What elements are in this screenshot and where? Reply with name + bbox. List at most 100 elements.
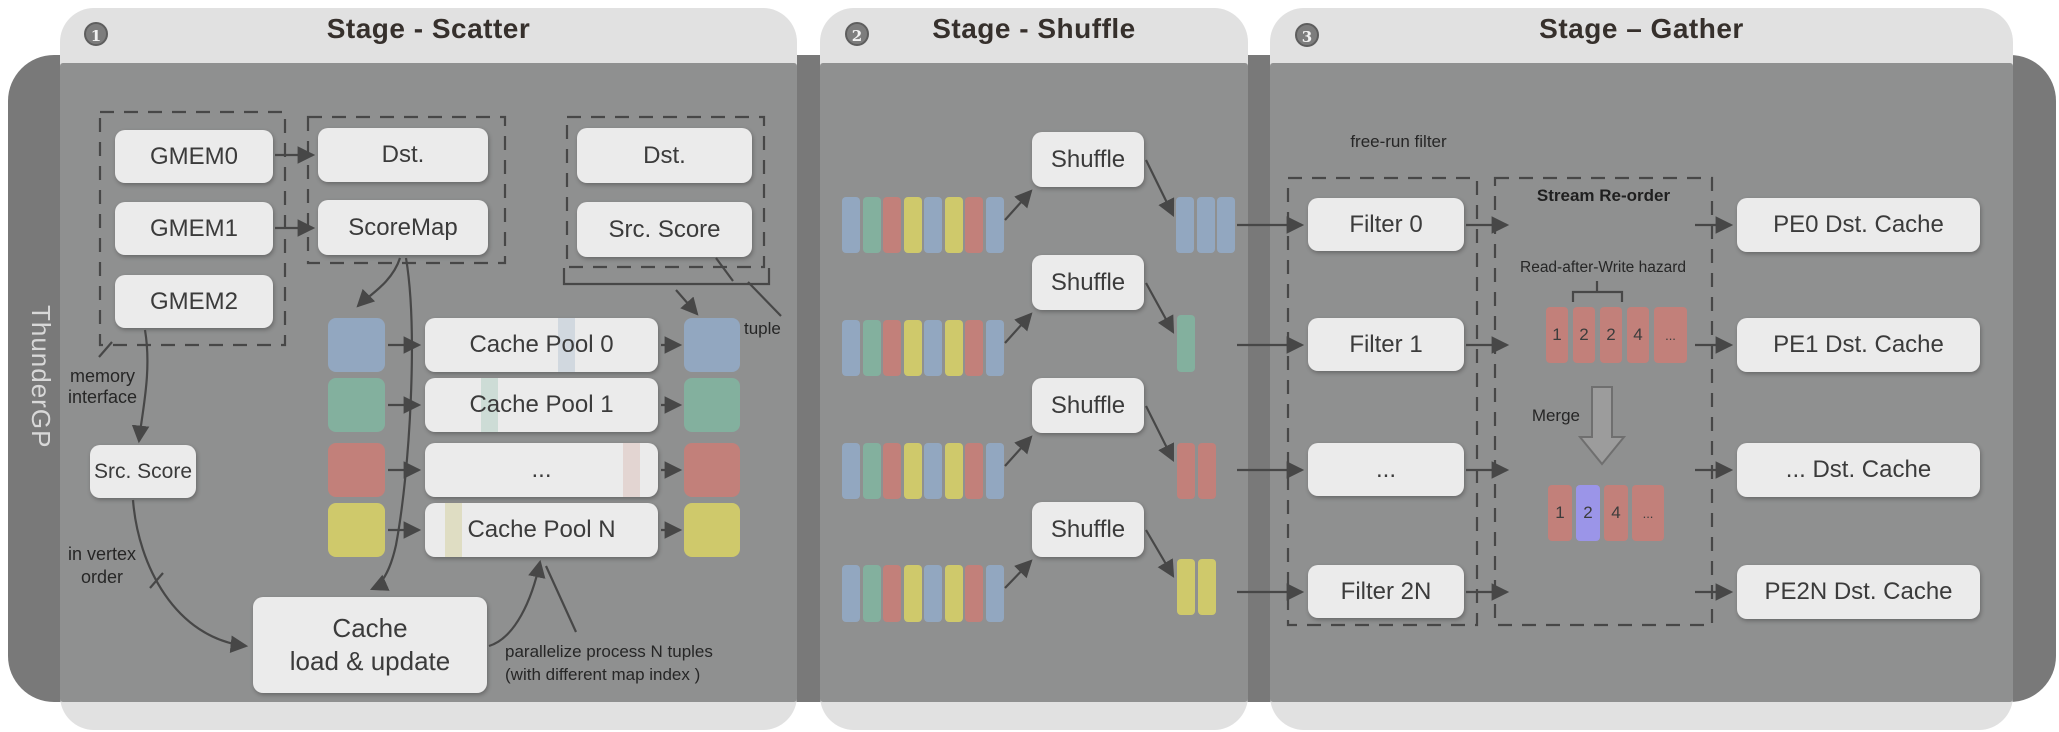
shuffle-input-bars-2-bar-2: [883, 320, 901, 376]
pe0-dst-cache-box: PE0 Dst. Cache: [1737, 198, 1980, 252]
hazard-bar-sequence-bar-3: 4: [1627, 307, 1649, 363]
tuple-dst-box: Dst.: [577, 128, 752, 183]
shuffle-input-bars-4-bar-4: [924, 565, 942, 622]
scatter-left-square-column-square-0: [328, 318, 385, 372]
merged-bar-sequence-bar-1: 2: [1576, 485, 1600, 541]
shuffle-output-bars-1-bar-2: [1217, 197, 1235, 253]
memory-interface-line2: interface: [67, 387, 138, 407]
in-vertex-line1: in vertex: [67, 544, 137, 564]
shuffle-input-bars-4-bar-7: [985, 565, 1004, 622]
free-run-filter-label: free-run filter: [1350, 132, 1447, 151]
in-vertex-line2: order: [80, 567, 124, 587]
shuffle-box-2: Shuffle: [1032, 255, 1144, 310]
merged-bar-sequence-bar-0: 1: [1548, 485, 1572, 541]
scatter-left-square-column-square-2: [328, 443, 385, 497]
shuffle-input-bars-1-bar-3: [903, 197, 922, 253]
stage-2-number-badge: 2: [845, 22, 869, 46]
shuffle-input-bars-3-bar-7: [985, 443, 1004, 499]
shuffle-input-bars-1-bar-4: [924, 197, 942, 253]
cache-pool-1-stripe: [481, 378, 498, 432]
hazard-bar-sequence-bar-2: 2: [1600, 307, 1622, 363]
shuffle-input-bars-1-bar-2: [883, 197, 901, 253]
cache-pool-ellipsis-stripe: [623, 443, 640, 497]
shuffle-output-bars-1-bar-1: [1196, 197, 1215, 253]
shuffle-input-bars-4-bar-6: [965, 565, 983, 622]
memory-interface-line1: memory: [69, 366, 135, 386]
in-vertex-order-label: in vertex order: [52, 543, 152, 589]
tuple-label: tuple: [744, 319, 781, 338]
cache-pool-0-label: Cache Pool 0: [469, 331, 614, 358]
shuffle-input-bars-2-bar-6: [965, 320, 983, 376]
gmem2-box: GMEM2: [115, 275, 273, 328]
shuffle-input-bars-1-bar-7: [985, 197, 1004, 253]
shuffle-output-bars-4-bar-0: [1177, 559, 1195, 615]
gmem1-box: GMEM1: [115, 202, 273, 255]
shuffle-output-bars-4-bar-1: [1197, 559, 1216, 615]
parallelize-line2: (with different map index ): [505, 665, 701, 684]
scatter-right-square-column-square-1: [684, 378, 740, 432]
cache-pool-ellipsis-label: ...: [531, 456, 552, 483]
shuffle-input-bars-1-bar-1: [862, 197, 881, 253]
cache-pool-1-box: Cache Pool 1: [425, 378, 658, 432]
pe1-dst-cache-box: PE1 Dst. Cache: [1737, 318, 1980, 372]
shuffle-input-bars-4-bar-0: [842, 565, 860, 622]
shuffle-input-bars-3-bar-0: [842, 443, 860, 499]
merged-bar-sequence-bar-3: ...: [1632, 485, 1664, 541]
stage-1-number-badge: 1: [84, 22, 108, 46]
hazard-bar-sequence-bar-1: 2: [1573, 307, 1595, 363]
cache-pool-0-stripe: [558, 318, 575, 372]
shuffle-input-bars-2-bar-0: [842, 320, 860, 376]
shuffle-input-bars-2-bar-4: [924, 320, 942, 376]
scatter-right-square-column-square-0: [684, 318, 740, 372]
filter-0-box: Filter 0: [1308, 198, 1464, 251]
scatter-left-square-column-square-1: [328, 378, 385, 432]
filter-2n-box: Filter 2N: [1308, 565, 1464, 618]
stage-3-number-badge: 3: [1295, 23, 1319, 47]
pe-ellipsis-dst-cache-box: ... Dst. Cache: [1737, 443, 1980, 497]
shuffle-input-bars-4-bar-2: [883, 565, 901, 622]
parallelize-line1: parallelize process N tuples: [505, 642, 713, 661]
shuffle-input-bars-2-bar-3: [903, 320, 922, 376]
shuffle-output-bars-3-bar-0: [1177, 443, 1195, 499]
cache-pool-n-stripe: [445, 503, 462, 557]
cache-pool-n-label: Cache Pool N: [467, 516, 616, 543]
filter-1-box: Filter 1: [1308, 318, 1464, 371]
scoremap-box: ScoreMap: [318, 200, 488, 255]
cache-pool-0-box: Cache Pool 0: [425, 318, 658, 372]
merged-bar-sequence-bar-2: 4: [1604, 485, 1628, 541]
cache-pool-ellipsis-box: ...: [425, 443, 658, 497]
shuffle-input-bars-1-bar-6: [965, 197, 983, 253]
shuffle-input-bars-3-bar-1: [862, 443, 881, 499]
cache-load-line2: load & update: [289, 646, 451, 676]
shuffle-input-bars-4-bar-3: [903, 565, 922, 622]
shuffle-input-bars-3-bar-3: [903, 443, 922, 499]
shuffle-input-bars-1-bar-5: [944, 197, 963, 253]
shuffle-output-bars-1-bar-0: [1176, 197, 1194, 253]
hazard-bar-sequence-bar-0: 1: [1546, 307, 1568, 363]
shuffle-input-bars-3-bar-2: [883, 443, 901, 499]
cache-pool-1-label: Cache Pool 1: [469, 391, 614, 418]
stage-shuffle-title: Stage - Shuffle: [932, 13, 1136, 44]
gmem0-box: GMEM0: [115, 130, 273, 183]
shuffle-input-bars-2-bar-7: [985, 320, 1004, 376]
filter-ellipsis-box: ...: [1308, 443, 1464, 496]
hazard-bar-sequence-bar-4: ...: [1654, 307, 1687, 363]
thundergp-brand-label: ThunderGP: [26, 305, 56, 449]
cache-load-update-box: Cache load & update: [253, 597, 487, 693]
memory-interface-label: memory interface: [50, 366, 155, 408]
scatter-right-square-column-square-2: [684, 443, 740, 497]
shuffle-box-3: Shuffle: [1032, 378, 1144, 433]
shuffle-input-bars-1-bar-0: [842, 197, 860, 253]
shuffle-input-bars-4-bar-1: [862, 565, 881, 622]
stage-gather-title: Stage – Gather: [1539, 13, 1744, 44]
merge-label: Merge: [1531, 406, 1580, 425]
shuffle-input-bars-3-bar-6: [965, 443, 983, 499]
stage-scatter-title: Stage - Scatter: [326, 13, 531, 44]
shuffle-input-bars-2-bar-5: [944, 320, 963, 376]
shuffle-input-bars-2-bar-1: [862, 320, 881, 376]
shuffle-box-4: Shuffle: [1032, 502, 1144, 557]
cache-pool-n-box: Cache Pool N: [425, 503, 658, 557]
shuffle-box-1: Shuffle: [1032, 132, 1144, 187]
scatter-right-square-column-square-3: [684, 503, 740, 557]
